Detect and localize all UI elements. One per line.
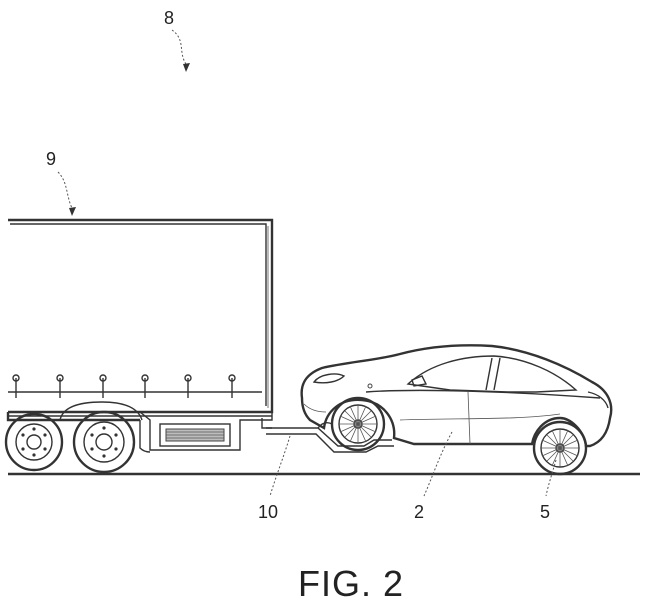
ref-9-label: 9 [46,149,56,169]
chassis-underbody [139,411,273,451]
curtain-pins [12,374,236,398]
car-side-line [399,413,561,421]
truck-wheel-rear-right [72,410,136,474]
side-storage-box [159,423,231,447]
b-pillar [485,357,493,391]
car-windows [406,355,578,393]
truck [4,218,274,474]
car-belt-line [365,389,601,399]
figure-caption: FIG. 2 [298,563,404,604]
car-taillight [587,391,609,409]
ref-9-arrowhead [69,207,76,216]
ref-2-label: 2 [414,502,424,522]
ref-5-label: 5 [540,502,550,522]
car-mirror [411,375,428,387]
ref-10-leader [269,435,291,497]
car [300,344,613,476]
mudguard [139,420,151,453]
car-headlight [312,373,346,384]
truck-wheel-rear-left [4,412,64,472]
car-body [300,344,613,448]
car-front-wheel [330,396,386,452]
ref-8-leader [171,29,187,65]
ref-8-label: 8 [164,8,174,28]
rear-wheel-arch [59,401,143,421]
ref-2-leader [423,431,453,497]
ref-8-arrowhead [183,63,190,72]
ref-5-leader [545,459,557,497]
ref-9-leader [57,171,73,209]
ref-10-label: 10 [258,502,278,522]
car-rear-wheel [532,420,588,476]
car-door-line [467,391,471,445]
chassis-frame [6,412,140,422]
cargo-box-inner-edge [10,223,267,406]
tow-bar-lower [266,433,394,453]
